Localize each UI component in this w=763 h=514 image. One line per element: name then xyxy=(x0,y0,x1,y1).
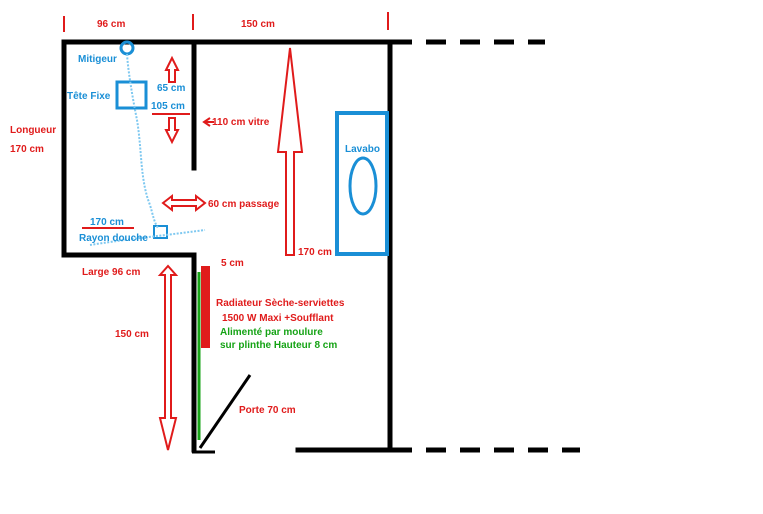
label-mixer: Mitigeur xyxy=(78,54,117,65)
arrow-up-small xyxy=(164,55,180,83)
head-height-arrows xyxy=(152,55,214,213)
dim-top-right: 150 cm xyxy=(241,19,275,30)
corridor-arrow xyxy=(157,264,179,451)
note-power-1: Alimenté par moulure xyxy=(220,327,323,338)
dim-width: Large 96 cm xyxy=(82,267,140,278)
arrow-down-small xyxy=(164,117,180,145)
right-length-arrow xyxy=(276,47,304,256)
dim-length-word: Longueur xyxy=(10,125,56,136)
dim-rayon-span: 170 cm xyxy=(90,217,124,228)
note-radiator-2: 1500 W Maxi +Soufflant xyxy=(222,313,334,324)
dim-radiator-gap: 5 cm xyxy=(221,258,244,269)
length-arrows xyxy=(157,47,304,451)
label-shower-reach: Rayon douche xyxy=(79,233,148,244)
note-radiator-1: Radiateur Sèche-serviettes xyxy=(216,298,345,309)
dim-length-value: 170 cm xyxy=(10,144,44,155)
passage-arrow xyxy=(161,193,207,213)
dimension-ticks xyxy=(63,12,389,32)
dim-top-left: 96 cm xyxy=(97,19,125,30)
fixed-head-icon xyxy=(115,80,148,110)
walls xyxy=(61,39,393,453)
sink-counter xyxy=(335,111,389,256)
note-power-2: sur plinthe Hauteur 8 cm xyxy=(220,340,337,351)
label-sink: Lavabo xyxy=(345,144,380,155)
shower-hose-icon xyxy=(89,53,206,246)
dashed-walls xyxy=(392,39,580,453)
door-leaf xyxy=(198,374,252,449)
towel-radiator xyxy=(201,266,210,348)
dim-passage: 60 cm passage xyxy=(208,199,280,210)
dim-head-low: 65 cm xyxy=(157,83,185,94)
dim-corridor: 150 cm xyxy=(115,329,149,340)
shower-wall xyxy=(61,39,197,453)
label-fixed-head: Tête Fixe xyxy=(67,91,111,102)
dim-door: Porte 70 cm xyxy=(239,405,296,416)
dim-head-high: 105 cm xyxy=(151,101,185,112)
dim-right-length: 170 cm xyxy=(298,247,332,258)
sink-basin-icon xyxy=(348,156,378,216)
dim-glass: 110 cm vitre xyxy=(212,117,270,128)
drain-icon xyxy=(153,225,168,239)
